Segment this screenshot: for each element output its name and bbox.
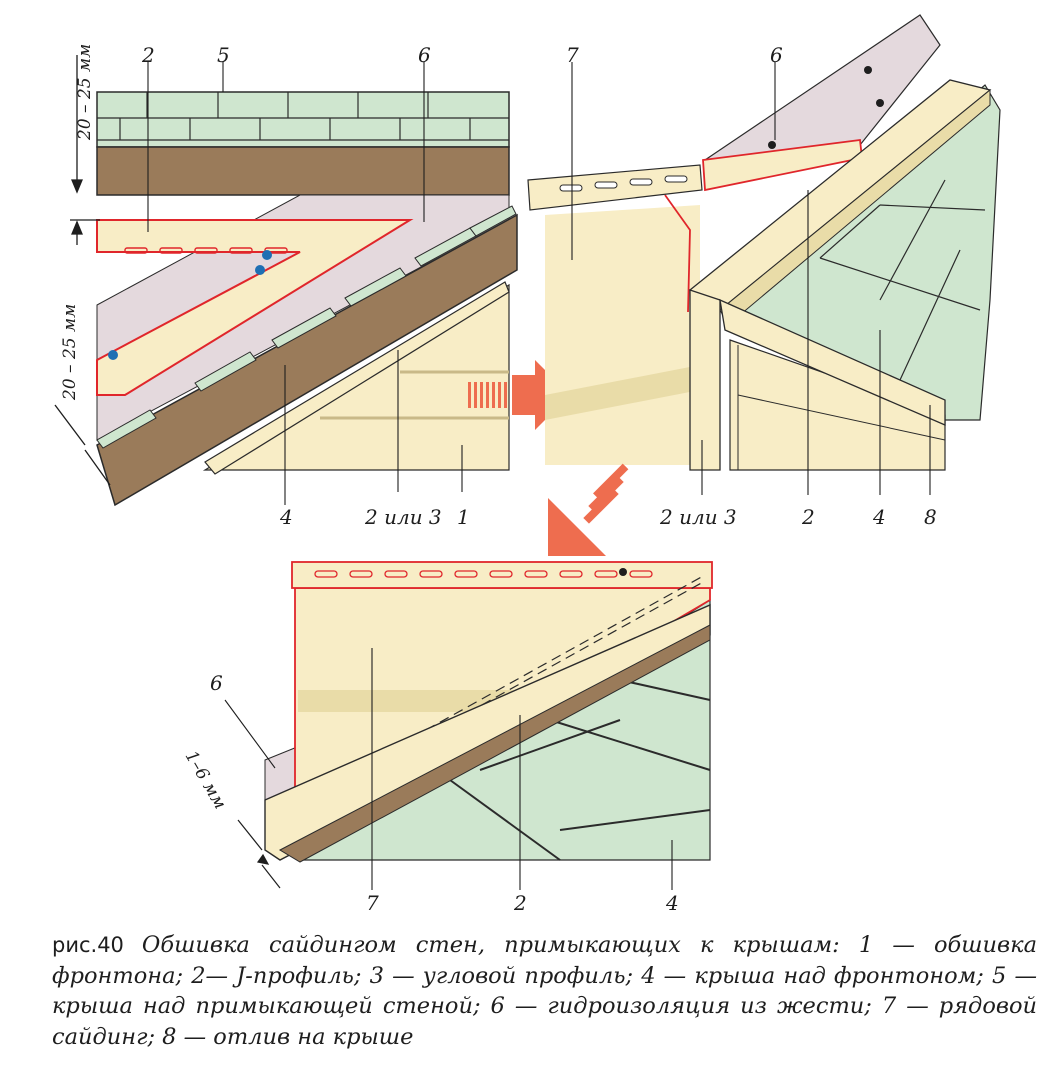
j-profile-highlight xyxy=(96,219,414,396)
label-dim-top: 20 – 25 мм xyxy=(75,44,95,141)
roof-tile-lines xyxy=(819,179,986,381)
label-j-or-corner-tr: 2 или 3 xyxy=(659,505,737,529)
nail-head xyxy=(864,66,872,74)
siding-cut-edge xyxy=(664,194,691,313)
label-gable-siding: 1 xyxy=(457,505,470,529)
strip-slots xyxy=(559,175,688,192)
shingle-lines xyxy=(97,92,509,141)
label-gable-roof-tl: 4 xyxy=(279,505,293,529)
label-j-profile-b: 2 xyxy=(513,891,527,915)
slope-shingles xyxy=(96,205,517,449)
wall-siding xyxy=(545,205,700,465)
label-siding-tr: 7 xyxy=(566,43,579,67)
panel-top-left xyxy=(54,55,518,507)
leader-lines-right xyxy=(571,62,931,495)
corner-profile xyxy=(689,289,721,471)
label-dim-b: 1–6 мм xyxy=(181,748,230,813)
wall-siding-shadow xyxy=(545,365,700,420)
panel-bottom xyxy=(224,561,713,890)
figure-caption-text: Обшивка сайдингом стен, примыкающих к кр… xyxy=(52,932,1037,1050)
nail-head xyxy=(108,350,118,360)
leader-lines-bottom xyxy=(224,648,673,890)
diagram-labels: 2 5 6 20 – 25 мм 20 – 25 мм 4 2 или 3 1 … xyxy=(60,43,937,915)
bottom-top-strip xyxy=(291,561,713,589)
label-roof-b: 4 xyxy=(665,891,679,915)
label-upper-roof: 5 xyxy=(217,43,230,67)
label-j-profile-tl: 2 xyxy=(141,43,155,67)
drip-edge xyxy=(719,298,946,426)
label-flashing-b: 6 xyxy=(210,671,223,695)
bottom-tile-lines xyxy=(449,679,711,861)
j-profile-slope xyxy=(204,281,510,475)
label-drip-edge: 8 xyxy=(924,505,937,529)
nail-head xyxy=(255,265,265,275)
upper-roof-shingles xyxy=(96,91,510,148)
bottom-j-profile-edge xyxy=(278,624,711,863)
siding-roof-junction-diagram: 2 5 6 20 – 25 мм 20 – 25 мм 4 2 или 3 1 … xyxy=(54,14,1001,915)
gable-siding-lines xyxy=(320,370,509,420)
bottom-strip-slots xyxy=(314,570,653,578)
arrow-right xyxy=(468,360,570,430)
upper-roof-board xyxy=(96,146,510,196)
label-dim-bottom: 20 – 25 мм xyxy=(60,304,80,401)
label-siding-b: 7 xyxy=(366,891,379,915)
label-flashing-tl: 6 xyxy=(418,43,431,67)
nail-head xyxy=(876,99,884,107)
hidden-edge-dashed xyxy=(299,574,706,801)
bottom-dimension xyxy=(237,819,281,889)
label-flashing-tr: 6 xyxy=(770,43,783,67)
nail-slots xyxy=(124,247,288,254)
dimension-lines xyxy=(54,55,111,486)
label-j-profile-tr: 2 xyxy=(801,505,815,529)
panel-top-right xyxy=(527,14,1001,495)
figure-number: рис.40 xyxy=(52,933,124,957)
nail-head xyxy=(262,250,272,260)
nail-head xyxy=(619,568,627,576)
nail-head xyxy=(768,141,776,149)
gable-siding-lines-right xyxy=(737,345,946,470)
label-j-or-corner-tl: 2 или 3 xyxy=(364,505,442,529)
leader-lines xyxy=(147,62,463,505)
arrow-down-left xyxy=(548,463,629,556)
hidden-edge-dashed xyxy=(299,580,706,807)
label-roof-tr: 4 xyxy=(872,505,886,529)
